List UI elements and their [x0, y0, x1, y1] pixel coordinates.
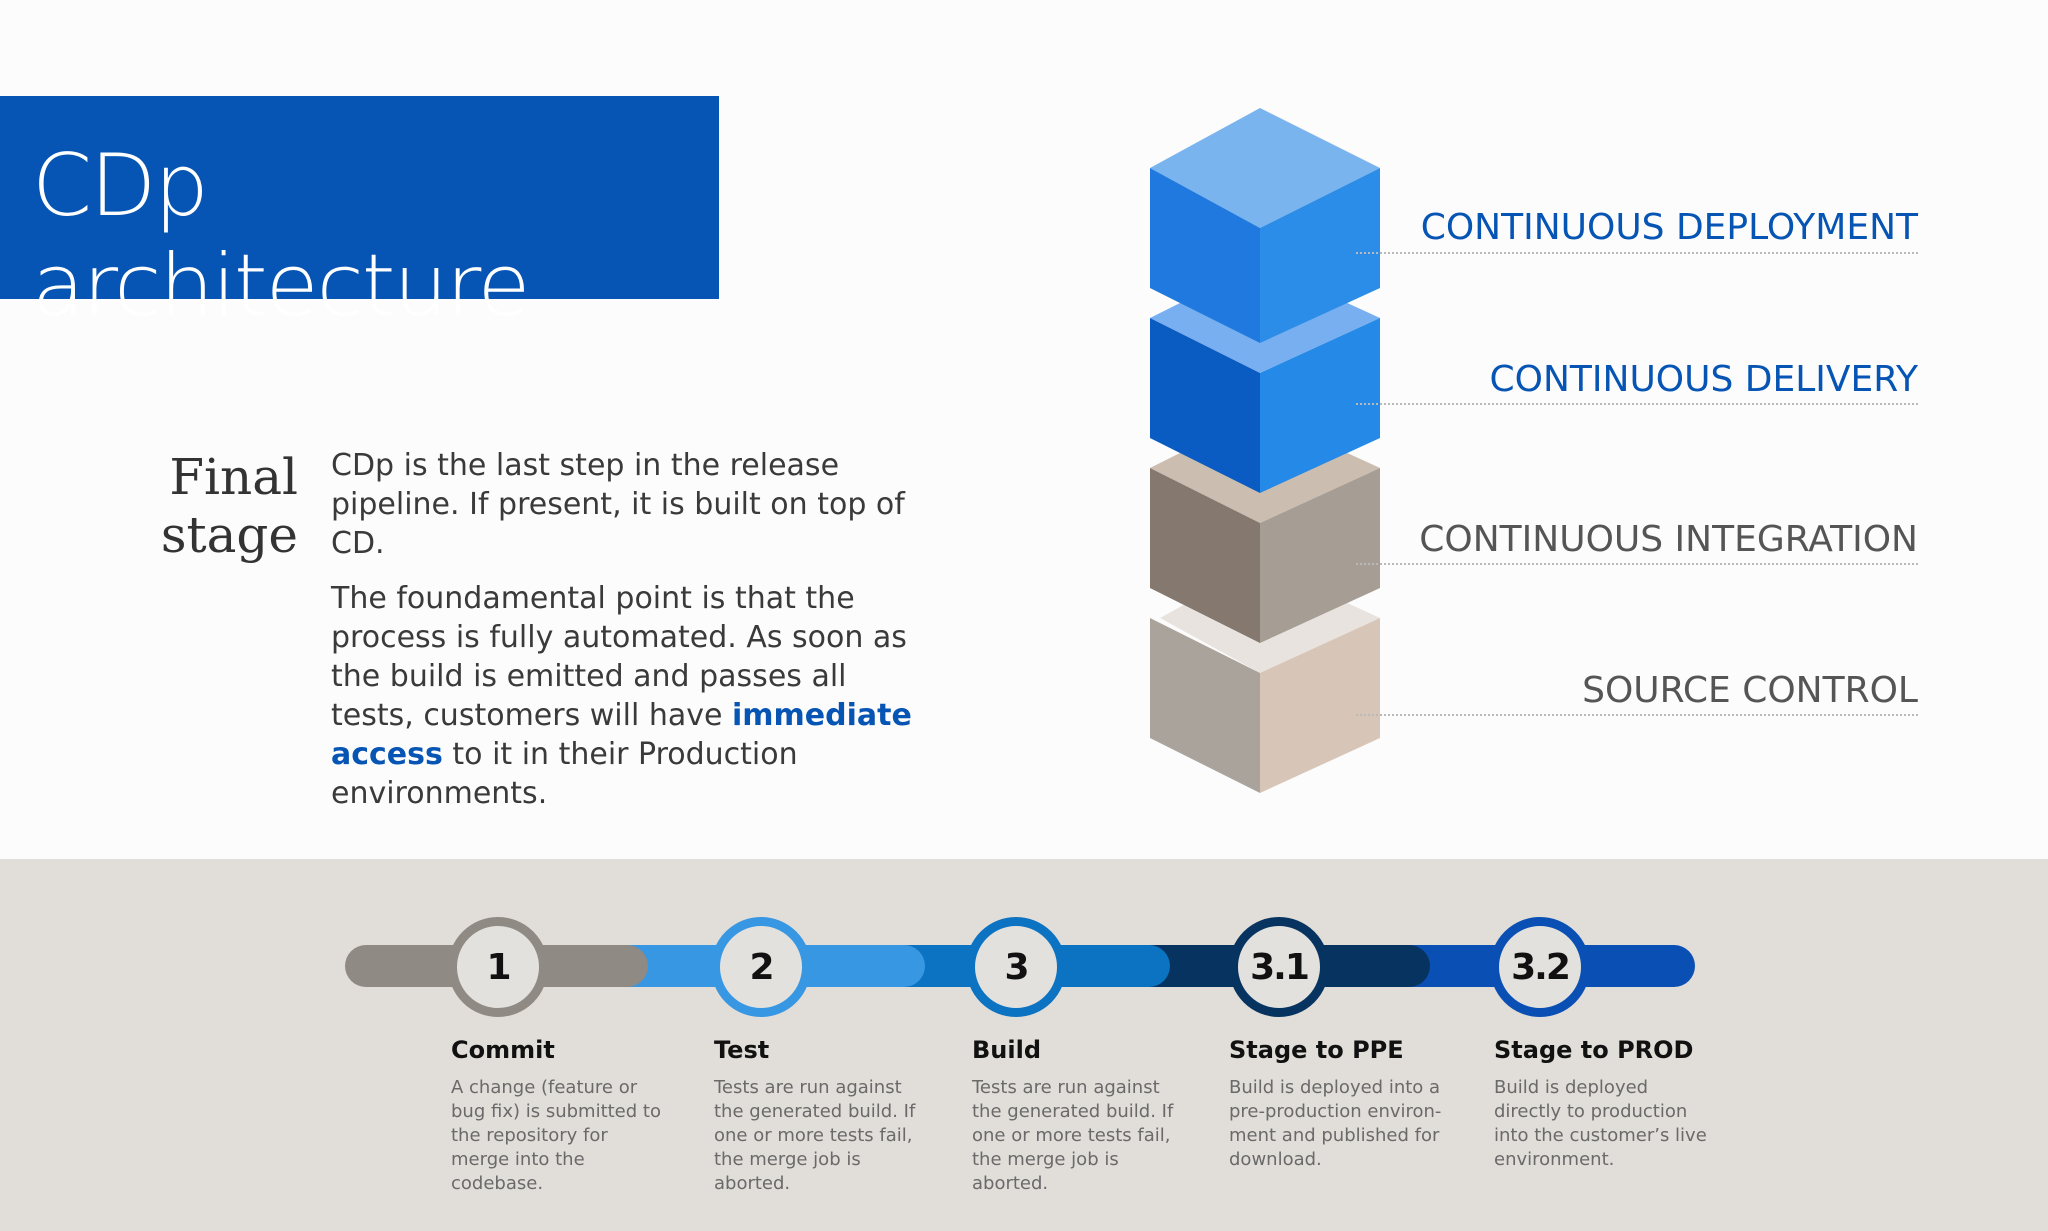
step-number-badge: 3: [966, 917, 1066, 1017]
step-description-commit: A change (feature or bug fix) is submitt…: [451, 1077, 661, 1194]
section-heading-line1: Final: [169, 448, 298, 506]
step-number-badge: 3.2: [1490, 917, 1590, 1017]
title-banner: CDp architecture: [0, 96, 719, 336]
section-heading-line2: stage: [160, 506, 298, 564]
intro-text-part: The foundamental point is that the proce…: [331, 581, 907, 733]
leader-line: [1356, 563, 1918, 565]
cube-continuous-deployment: [1150, 108, 1380, 343]
layer-label-continuous-integration: CONTINUOUS INTEGRATION: [1419, 519, 1918, 560]
layer-stack-illustration: [1150, 108, 1380, 793]
step-description-test: Tests are run against the generated buil…: [714, 1077, 916, 1194]
intro-text-part: to it in their Production environments.: [331, 737, 798, 811]
intro-text: CDp is the last step in the release pipe…: [331, 446, 931, 829]
step-number-badge: 1: [448, 917, 548, 1017]
leader-line: [1356, 252, 1918, 254]
layer-label-continuous-delivery: CONTINUOUS DELIVERY: [1489, 359, 1918, 400]
layer-label-source-control: SOURCE CONTROL: [1582, 670, 1918, 711]
step-number-badge: 3.1: [1229, 917, 1329, 1017]
leader-line: [1356, 403, 1918, 405]
step-title-stage-prod: Stage to PROD: [1494, 1036, 1694, 1064]
step-title-build: Build: [972, 1036, 1042, 1064]
section-heading: Final stage: [160, 448, 298, 564]
step-description-stage-ppe: Build is deployed into a pre-production …: [1229, 1077, 1442, 1170]
intro-paragraph-1: CDp is the last step in the release pipe…: [331, 448, 905, 561]
step-number-badge: 2: [711, 917, 811, 1017]
step-title-commit: Commit: [451, 1036, 555, 1064]
step-description-build: Tests are run against the generated buil…: [972, 1077, 1174, 1194]
intro-paragraph-2: The foundamental point is that the proce…: [331, 579, 931, 813]
step-title-stage-ppe: Stage to PPE: [1229, 1036, 1404, 1064]
step-title-test: Test: [714, 1036, 770, 1064]
leader-line: [1356, 714, 1918, 716]
step-description-stage-prod: Build is deployed directly to production…: [1494, 1077, 1707, 1170]
page-title: CDp architecture: [32, 136, 530, 336]
highlight-text: immediate access: [331, 698, 912, 772]
layer-label-continuous-deployment: CONTINUOUS DEPLOYMENT: [1420, 207, 1918, 248]
